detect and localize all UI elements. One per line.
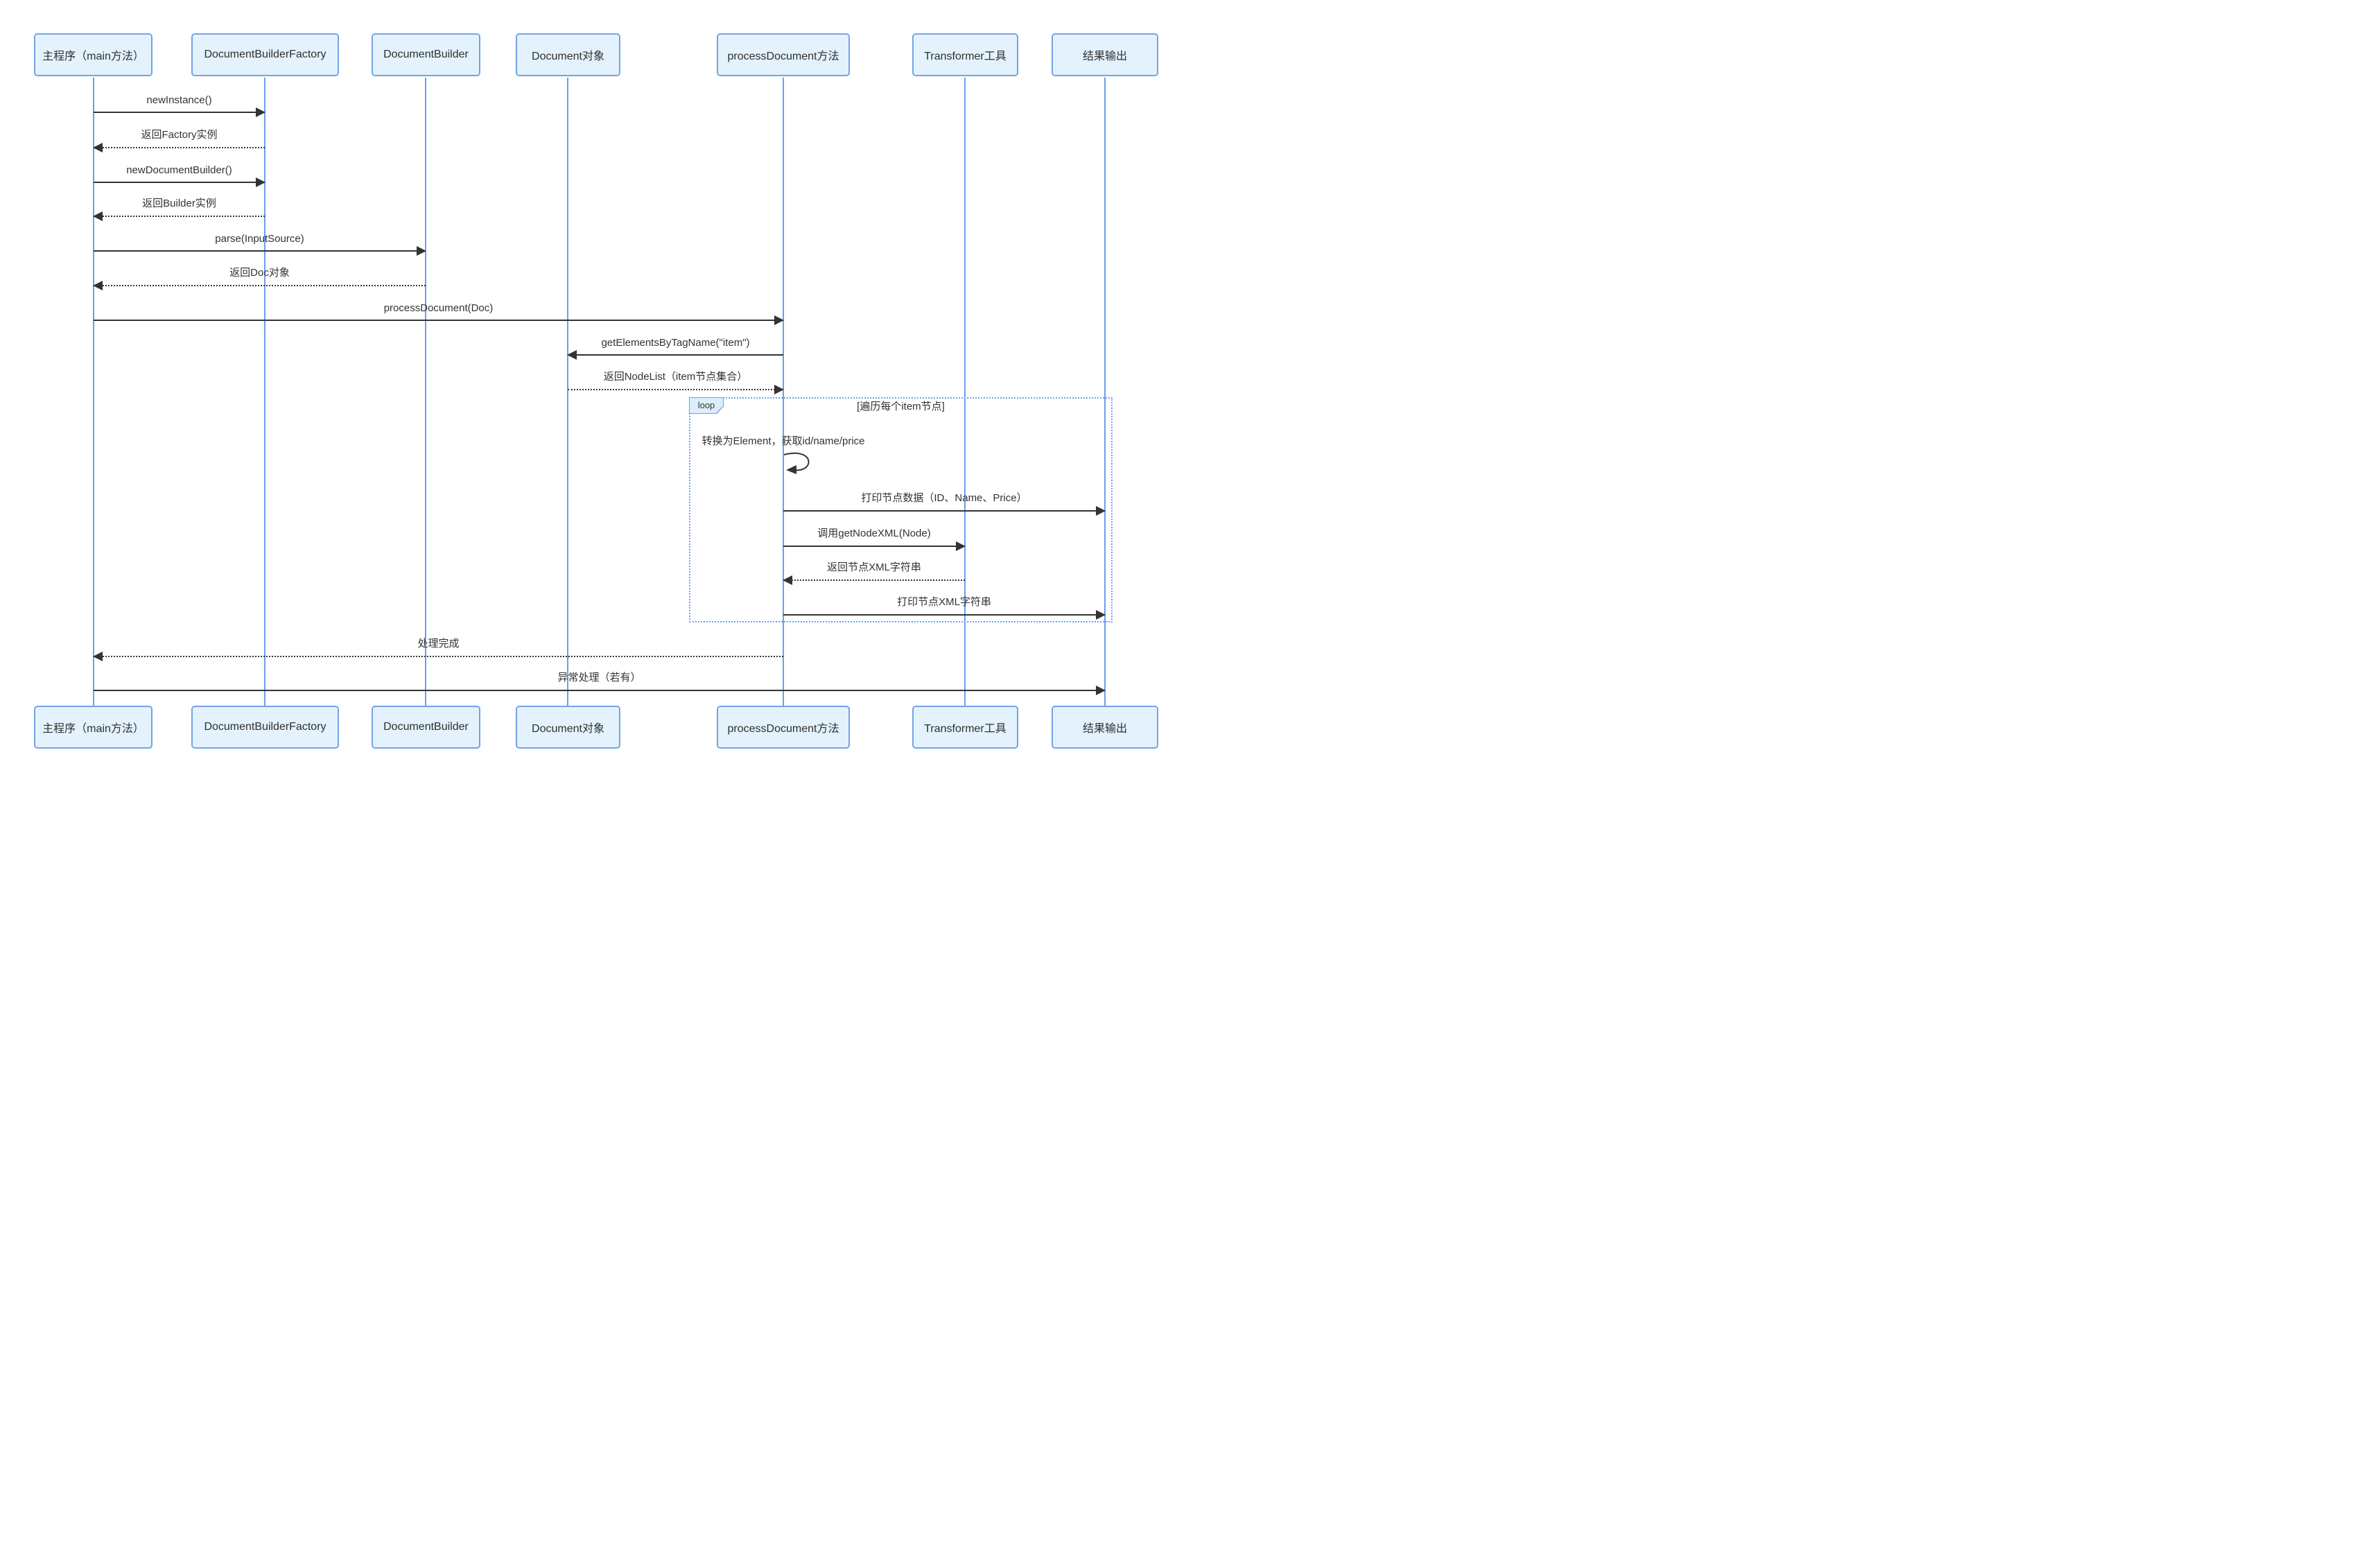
- message-label: 调用getNodeXML(Node): [817, 528, 931, 539]
- arrow-line: [568, 354, 783, 356]
- arrow-line: [94, 112, 265, 113]
- arrow-line: [94, 147, 265, 148]
- message-return-node-xml: 返回节点XML字符串: [783, 559, 965, 585]
- message-print-node-xml: 打印节点XML字符串: [783, 593, 1106, 620]
- arrow-line: [568, 389, 783, 390]
- lifeline-main: [93, 78, 94, 706]
- message-label: 返回Factory实例: [141, 129, 218, 141]
- arrowhead-right-icon: [256, 177, 265, 187]
- participant-bottom-output: 结果输出: [1052, 706, 1158, 749]
- arrow-line: [94, 285, 426, 286]
- arrowhead-left-icon: [93, 281, 103, 290]
- message-label: getElementsByTagName("item"): [601, 337, 750, 349]
- message-return-doc: 返回Doc对象: [93, 264, 426, 290]
- arrow-line: [94, 250, 426, 252]
- arrowhead-right-icon: [256, 107, 265, 117]
- arrow-line: [94, 216, 265, 217]
- participant-top-transformer: Transformer工具: [912, 33, 1018, 76]
- arrowhead-right-icon: [1096, 686, 1106, 695]
- message-exception-handling: 异常处理（若有）: [94, 669, 1106, 695]
- loop-tab: loop: [689, 397, 724, 414]
- arrow-line: [94, 690, 1105, 691]
- message-process-document: processDocument(Doc): [94, 299, 784, 325]
- arrowhead-left-icon: [567, 350, 577, 360]
- message-return-builder: 返回Builder实例: [93, 195, 265, 221]
- arrowhead-right-icon: [956, 541, 966, 551]
- participant-bottom-builder: DocumentBuilder: [372, 706, 480, 749]
- message-new-instance: newInstance(): [94, 91, 265, 117]
- arrow-line: [783, 546, 965, 547]
- message-label: newInstance(): [146, 94, 212, 106]
- message-process-complete: 处理完成: [93, 635, 783, 661]
- message-print-node-data: 打印节点数据（ID、Name、Price）: [783, 489, 1106, 516]
- lifeline-builder: [425, 78, 426, 706]
- arrowhead-left-icon: [93, 652, 103, 661]
- message-label: processDocument(Doc): [383, 302, 494, 314]
- message-label: 打印节点数据（ID、Name、Price）: [861, 492, 1027, 504]
- lifeline-factory: [264, 78, 265, 706]
- arrowhead-right-icon: [417, 246, 426, 256]
- arrowhead-right-icon: [774, 315, 784, 325]
- loop-frame: [689, 397, 1113, 622]
- message-return-nodelist: 返回NodeList（item节点集合）: [568, 368, 784, 394]
- loop-condition: [遍历每个item节点]: [857, 401, 945, 412]
- sequence-diagram: loop [遍历每个item节点] 主程序（main方法） DocumentBu…: [0, 0, 1185, 784]
- participant-bottom-process: processDocument方法: [717, 706, 850, 749]
- message-label: 异常处理（若有）: [557, 672, 641, 683]
- participant-top-process: processDocument方法: [717, 33, 850, 76]
- message-return-factory: 返回Factory实例: [93, 126, 265, 153]
- arrow-line: [783, 580, 965, 581]
- arrowhead-left-icon: [93, 143, 103, 153]
- lifeline-output: [1104, 78, 1106, 706]
- message-label: 返回Builder实例: [142, 198, 216, 209]
- arrowhead-left-icon: [783, 575, 792, 585]
- lifeline-transformer: [964, 78, 966, 706]
- arrowhead-left-icon: [93, 211, 103, 221]
- message-label: 返回节点XML字符串: [827, 561, 921, 573]
- message-parse: parse(InputSource): [94, 229, 426, 256]
- loop-tab-fill: [690, 398, 723, 413]
- message-label: newDocumentBuilder(): [126, 164, 232, 176]
- participant-top-main: 主程序（main方法）: [34, 33, 153, 76]
- message-label: 返回NodeList（item节点集合）: [603, 371, 748, 383]
- message-get-elements: getElementsByTagName("item"): [567, 333, 783, 360]
- loop-tab-label: loop: [697, 399, 715, 410]
- message-self-convert: 转换为Element，获取id/name/price: [702, 435, 865, 447]
- message-label: 打印节点XML字符串: [897, 596, 991, 608]
- participant-bottom-main: 主程序（main方法）: [34, 706, 153, 749]
- self-loop-arrow-icon: [784, 453, 810, 474]
- arrow-line: [94, 656, 783, 657]
- message-call-getnodexml: 调用getNodeXML(Node): [783, 525, 966, 551]
- message-new-document-builder: newDocumentBuilder(): [94, 161, 265, 187]
- arrowhead-right-icon: [1096, 610, 1106, 620]
- participant-bottom-document: Document对象: [516, 706, 620, 749]
- participant-top-builder: DocumentBuilder: [372, 33, 480, 76]
- message-label: parse(InputSource): [215, 233, 304, 245]
- arrow-line: [783, 614, 1105, 616]
- participant-top-document: Document对象: [516, 33, 620, 76]
- arrow-line: [94, 320, 783, 321]
- arrowhead-right-icon: [1096, 506, 1106, 516]
- participant-bottom-factory: DocumentBuilderFactory: [191, 706, 339, 749]
- participant-top-factory: DocumentBuilderFactory: [191, 33, 339, 76]
- participant-bottom-transformer: Transformer工具: [912, 706, 1018, 749]
- message-label: 处理完成: [417, 638, 460, 650]
- lifeline-document: [567, 78, 568, 706]
- participant-top-output: 结果输出: [1052, 33, 1158, 76]
- arrow-line: [94, 182, 265, 183]
- arrow-line: [783, 510, 1105, 512]
- arrowhead-right-icon: [774, 385, 784, 394]
- message-label: 返回Doc对象: [229, 267, 290, 279]
